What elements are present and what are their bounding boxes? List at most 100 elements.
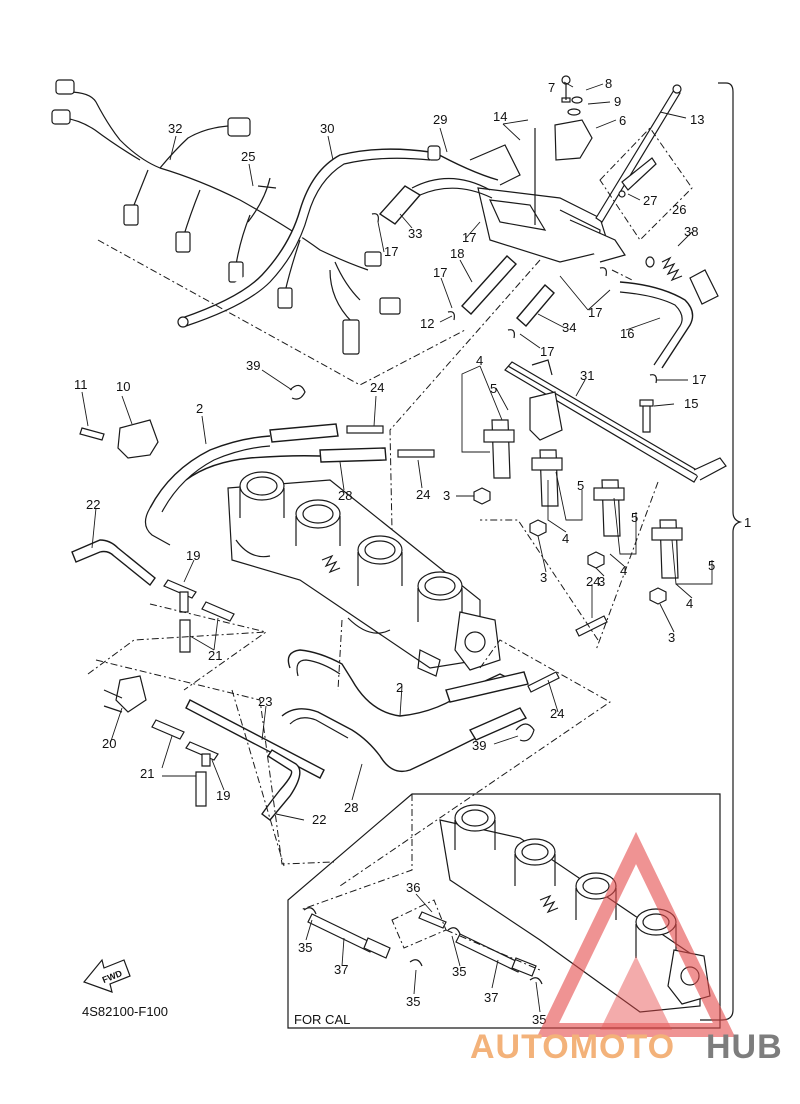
callout-24c: 24 <box>586 574 600 589</box>
hose-28-lower <box>281 708 511 773</box>
callout-21b: 21 <box>140 766 154 781</box>
callout-11: 11 <box>74 377 88 392</box>
callout-10: 10 <box>116 379 130 394</box>
callout-27: 27 <box>643 193 657 208</box>
callout-24a: 24 <box>370 380 384 395</box>
dash-box-26 <box>599 127 693 241</box>
assembly-bracket <box>700 82 743 1021</box>
hose-22-bottom <box>261 749 301 821</box>
callout-4a: 4 <box>476 353 483 368</box>
screw-15 <box>642 404 651 433</box>
callout-31: 31 <box>580 368 594 383</box>
callout-35b: 35 <box>406 994 420 1009</box>
nut-3b <box>529 519 547 537</box>
callout-9: 9 <box>614 94 621 109</box>
callout-2a: 2 <box>196 401 203 416</box>
hose-28-upper <box>185 455 321 481</box>
callout-19a: 19 <box>186 548 200 563</box>
callout-23: 23 <box>258 694 272 709</box>
screw-13 <box>595 89 681 223</box>
part-20 <box>115 675 147 713</box>
spring-38 <box>645 256 719 305</box>
callout-7: 7 <box>548 80 555 95</box>
callout-1: 1 <box>744 515 751 530</box>
callout-17e: 17 <box>540 344 554 359</box>
hose-33 <box>378 185 422 225</box>
wire-harness <box>51 79 401 355</box>
callout-17d: 17 <box>588 305 602 320</box>
callout-5d: 5 <box>708 558 715 573</box>
callout-17b: 17 <box>462 230 476 245</box>
callout-19b: 19 <box>216 788 230 803</box>
nut-3a <box>473 487 491 505</box>
callout-37b: 37 <box>484 990 498 1005</box>
callout-25: 25 <box>241 149 255 164</box>
hose-37-left <box>307 913 375 953</box>
throttle-bodies <box>227 471 501 677</box>
callout-33: 33 <box>408 226 422 241</box>
callout-39a: 39 <box>246 358 260 373</box>
part-10 <box>117 419 159 459</box>
hose-21c <box>151 719 185 740</box>
watermark-logo <box>536 831 736 1037</box>
callout-16: 16 <box>620 326 634 341</box>
callout-3c: 3 <box>598 574 605 589</box>
hose-23 <box>185 699 325 779</box>
hose-16 <box>619 281 694 369</box>
callout-8: 8 <box>605 76 612 91</box>
callout-2b: 2 <box>396 680 403 695</box>
callout-4d: 4 <box>686 596 693 611</box>
callout-26: 26 <box>672 202 686 217</box>
callout-32: 32 <box>168 121 182 136</box>
dash-box-21 <box>87 631 268 691</box>
hose-22-top <box>71 539 156 587</box>
callout-34: 34 <box>562 320 576 335</box>
callout-35d: 35 <box>532 1012 546 1027</box>
nut-3d <box>649 587 667 605</box>
hose-21d <box>195 771 207 807</box>
callout-17a: 17 <box>384 244 398 259</box>
callout-29: 29 <box>433 112 447 127</box>
clip-39-top <box>289 384 306 400</box>
callout-39b: 39 <box>472 738 486 753</box>
callout-30: 30 <box>320 121 334 136</box>
leader-lines <box>81 81 713 1013</box>
logo-triangle-icon <box>536 831 736 1037</box>
screw-36 <box>418 911 447 929</box>
callout-24d: 24 <box>550 706 564 721</box>
callouts: 32 30 25 29 14 7 8 9 6 13 27 26 38 33 17… <box>74 76 751 1027</box>
callout-3d: 3 <box>668 630 675 645</box>
callout-5c: 5 <box>631 510 638 525</box>
callout-38: 38 <box>684 224 698 239</box>
fuel-rail <box>504 359 727 483</box>
watermark-text-1: AUTOMOTO <box>470 1028 675 1066</box>
hose-30 <box>181 148 431 319</box>
joint-19-top <box>163 579 197 613</box>
callout-14: 14 <box>493 109 507 124</box>
callout-3a: 3 <box>443 488 450 503</box>
clip-39-bottom <box>515 723 535 742</box>
hose-21a <box>201 601 235 622</box>
callout-24b: 24 <box>416 487 430 502</box>
watermark-text-2: HUB <box>706 1028 783 1066</box>
dash-harness <box>97 239 466 386</box>
part-code: 4S82100-F100 <box>82 1004 168 1019</box>
callout-15: 15 <box>684 396 698 411</box>
callout-35a: 35 <box>298 940 312 955</box>
callout-18: 18 <box>450 246 464 261</box>
callout-17f: 17 <box>692 372 706 387</box>
callout-22b: 22 <box>312 812 326 827</box>
inset-label: FOR CAL <box>294 1012 350 1027</box>
hose-18 <box>461 255 517 315</box>
callout-35c: 35 <box>452 964 466 979</box>
callout-17c: 17 <box>433 265 447 280</box>
callout-6: 6 <box>619 113 626 128</box>
callout-3b: 3 <box>540 570 547 585</box>
callout-5a: 5 <box>490 381 497 396</box>
dash-sensor <box>389 259 541 531</box>
callout-36: 36 <box>406 880 420 895</box>
callout-13: 13 <box>690 112 704 127</box>
fwd-arrow-icon <box>82 958 131 993</box>
callout-37a: 37 <box>334 962 348 977</box>
sensor-assembly <box>427 75 626 263</box>
